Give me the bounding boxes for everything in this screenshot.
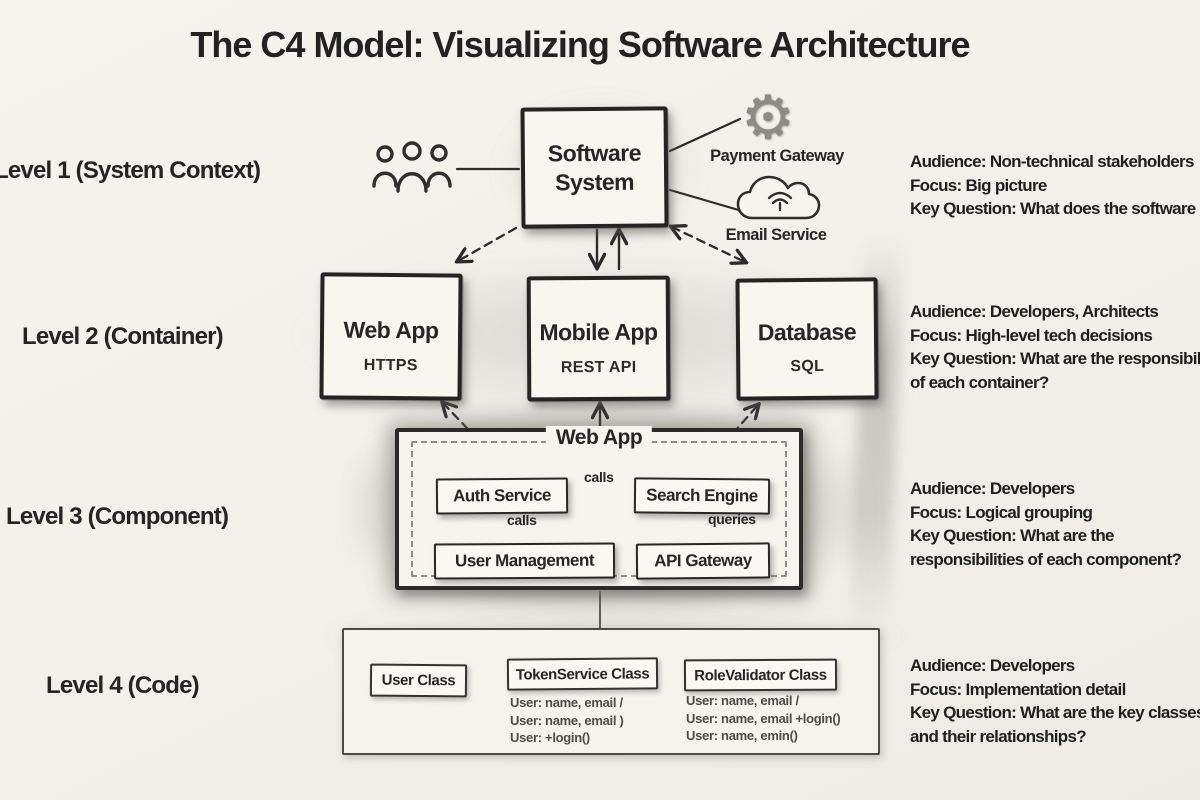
software-system-label: Software System — [547, 139, 642, 195]
level3-notes: Audience: Developers Focus: Logical grou… — [910, 477, 1182, 571]
level1-label: Level 1 (System Context) — [0, 157, 261, 184]
arrow-system-to-webapp — [458, 226, 518, 261]
note-line: Key Question: What does the software do? — [910, 199, 1200, 218]
user-class-box: User Class — [369, 663, 468, 698]
database-subtitle: SQL — [790, 358, 825, 376]
code-level-box: User Class TokenService Class RoleValida… — [342, 628, 880, 755]
people-icon — [372, 141, 452, 193]
mobileapp-title: Mobile App — [539, 318, 658, 346]
level2-notes: Audience: Developers, Architects Focus: … — [910, 300, 1200, 394]
tokenservice-class-box: TokenService Class — [506, 657, 659, 691]
tokenservice-class-members: User: name, email / User: name, email ) … — [510, 694, 624, 747]
component-container-title: Web App — [545, 426, 653, 450]
software-system-box: Software System — [520, 106, 669, 229]
level3-label: Level 3 (Component) — [6, 503, 229, 530]
diagram-title: The C4 Model: Visualizing Software Archi… — [190, 24, 970, 65]
rolevalidator-class-members: User: name, email / User: name, email +l… — [686, 692, 841, 745]
payment-gateway-label: Payment Gateway — [710, 147, 844, 165]
note-line: Focus: High-level tech decisions — [910, 325, 1153, 345]
note-line: Focus: Big picture — [910, 175, 1047, 195]
database-container-box: Database SQL — [735, 277, 879, 401]
component-container: Web App Auth Service Search Engine User … — [395, 426, 803, 590]
class-member-line: User: +login() — [510, 730, 590, 745]
note-line: Audience: Developers, Architects — [910, 302, 1159, 321]
class-member-line: User: name, emin() — [686, 728, 798, 743]
database-title: Database — [757, 318, 857, 346]
gear-icon: ⚙ — [741, 83, 795, 153]
note-line: responsibilities of each component? — [910, 549, 1182, 569]
mobileapp-container-box: Mobile App REST API — [526, 275, 671, 402]
calls-label-top: calls — [584, 469, 614, 485]
note-line: Focus: Implementation detail — [910, 679, 1126, 699]
note-line: Key Question: What are the — [910, 526, 1114, 545]
cloud-icon — [736, 175, 821, 220]
note-line: Audience: Developers — [910, 656, 1075, 675]
level2-label: Level 2 (Container) — [22, 323, 224, 350]
note-line: Focus: Logical grouping — [910, 502, 1093, 522]
class-member-line: User: name, email / — [510, 695, 623, 710]
calls-label-left: calls — [507, 512, 537, 528]
api-gateway-box: API Gateway — [635, 542, 771, 580]
user-management-box: User Management — [433, 542, 616, 580]
email-service-label: Email Service — [725, 226, 827, 244]
level4-notes: Audience: Developers Focus: Implementati… — [910, 654, 1200, 748]
note-line: Audience: Developers — [910, 479, 1075, 498]
class-member-line: User: name, email +login() — [686, 710, 841, 726]
note-line: of each container? — [910, 372, 1049, 392]
note-line: Audience: Non-technical stakeholders — [910, 152, 1194, 171]
note-line: and their relationships? — [910, 726, 1087, 746]
search-engine-box: Search Engine — [633, 477, 771, 515]
webapp-container-box: Web App HTTPS — [319, 272, 463, 401]
level1-notes: Audience: Non-technical stakeholders Foc… — [910, 150, 1200, 221]
webapp-subtitle: HTTPS — [363, 356, 418, 375]
class-member-line: User: name, email ) — [510, 712, 624, 728]
note-line: Key Question: What are the key classes — [910, 703, 1200, 722]
queries-label: queries — [708, 511, 756, 527]
rolevalidator-class-box: RoleValidator Class — [683, 658, 838, 692]
level4-label: Level 4 (Code) — [46, 672, 200, 699]
auth-service-box: Auth Service — [435, 477, 569, 515]
line-system-to-email-service — [668, 188, 744, 213]
webapp-title: Web App — [343, 316, 439, 344]
note-line: Key Question: What are the responsibilit… — [910, 349, 1200, 368]
class-member-line: User: name, email / — [686, 693, 799, 708]
mobileapp-subtitle: REST API — [560, 358, 637, 377]
